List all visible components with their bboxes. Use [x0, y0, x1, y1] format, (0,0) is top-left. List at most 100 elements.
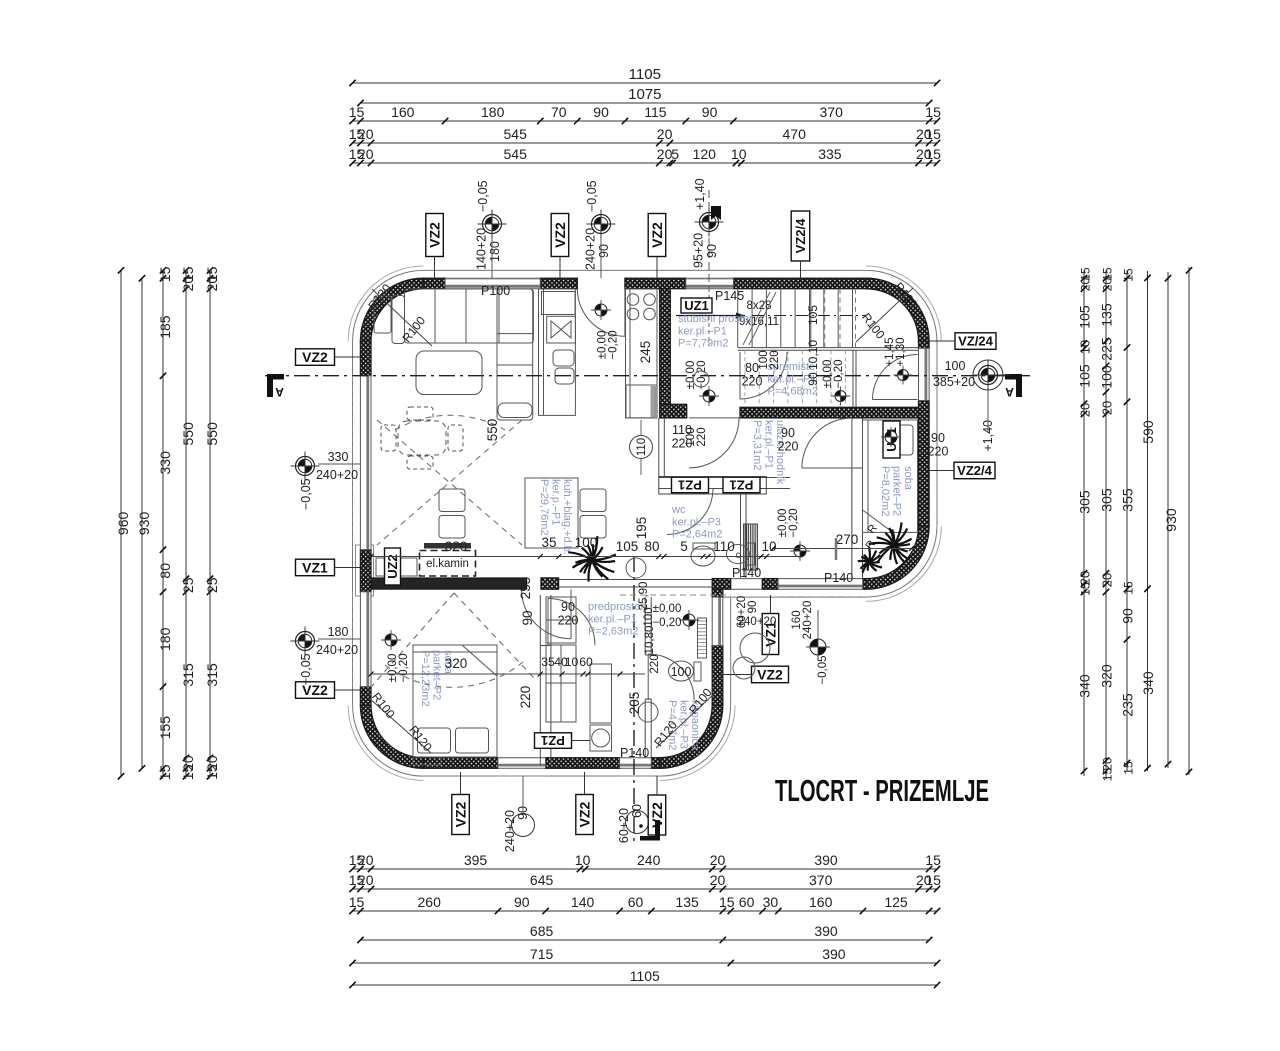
- svg-text:140+20: 140+20: [475, 228, 489, 270]
- svg-text:ker.pl.–P3: ker.pl.–P3: [678, 700, 690, 749]
- svg-text:220: 220: [778, 440, 799, 454]
- svg-text:VZ2/4: VZ2/4: [793, 218, 808, 253]
- svg-text:220: 220: [742, 375, 763, 389]
- svg-text:20: 20: [1078, 571, 1093, 585]
- svg-text:15: 15: [349, 894, 365, 910]
- svg-text:90: 90: [705, 244, 719, 258]
- svg-text:−0,05: −0,05: [299, 653, 313, 685]
- svg-text:390: 390: [814, 923, 838, 939]
- svg-text:105: 105: [1077, 364, 1093, 388]
- svg-text:550: 550: [180, 422, 196, 446]
- svg-text:100: 100: [643, 607, 655, 626]
- svg-text:spremište: spremište: [768, 361, 816, 373]
- svg-text:VZ2/4: VZ2/4: [957, 463, 992, 478]
- svg-text:kuh.+blag.+d.b.: kuh.+blag.+d.b.: [561, 479, 573, 555]
- svg-text:550: 550: [204, 422, 220, 446]
- svg-text:40: 40: [554, 655, 568, 669]
- svg-text:125: 125: [884, 894, 908, 910]
- svg-text:15: 15: [349, 852, 365, 868]
- svg-text:PZ1: PZ1: [678, 478, 702, 493]
- svg-text:20: 20: [1101, 757, 1115, 771]
- svg-text:P=8,02m2: P=8,02m2: [879, 466, 891, 516]
- svg-text:545: 545: [504, 146, 528, 162]
- svg-text:305: 305: [1077, 490, 1093, 514]
- svg-text:185: 185: [157, 315, 173, 339]
- svg-text:VZ2: VZ2: [302, 682, 328, 698]
- svg-text:715: 715: [530, 946, 554, 962]
- svg-text:155: 155: [157, 716, 173, 740]
- svg-text:135: 135: [1099, 303, 1115, 327]
- svg-text:20: 20: [1079, 278, 1093, 292]
- svg-text:ker.pl.–P1: ker.pl.–P1: [768, 373, 817, 385]
- svg-text:15: 15: [204, 266, 220, 282]
- svg-text:wc: wc: [671, 504, 686, 516]
- svg-text:10,80: 10,80: [644, 626, 656, 655]
- svg-text:parket–P2: parket–P2: [891, 466, 903, 516]
- svg-text:370: 370: [809, 872, 833, 888]
- svg-text:335: 335: [818, 146, 842, 162]
- svg-text:P=2,64m2: P=2,64m2: [672, 529, 722, 541]
- svg-text:470: 470: [783, 126, 807, 142]
- svg-text:60: 60: [579, 655, 593, 669]
- svg-text:90: 90: [781, 426, 795, 440]
- svg-text:P=2,63m2: P=2,63m2: [588, 626, 638, 638]
- svg-text:930: 930: [1163, 508, 1179, 532]
- svg-text:15: 15: [719, 894, 735, 910]
- svg-text:320: 320: [445, 656, 468, 671]
- svg-text:5: 5: [671, 146, 679, 162]
- svg-text:140: 140: [571, 894, 595, 910]
- svg-text:20: 20: [204, 755, 220, 771]
- svg-text:10: 10: [565, 655, 579, 669]
- svg-text:15: 15: [1122, 581, 1136, 595]
- svg-text:930: 930: [136, 512, 152, 536]
- svg-text:VZ2: VZ2: [302, 349, 328, 365]
- svg-text:ker.pl.–P1: ker.pl.–P1: [678, 325, 727, 337]
- svg-text:305: 305: [1099, 488, 1115, 512]
- svg-text:parket–P2: parket–P2: [430, 650, 442, 700]
- svg-text:240+20: 240+20: [503, 810, 517, 852]
- svg-text:P140: P140: [620, 746, 649, 760]
- svg-text:95+20: 95+20: [692, 233, 706, 268]
- svg-text:10: 10: [761, 539, 776, 554]
- svg-text:±0,00: ±0,00: [777, 509, 789, 538]
- svg-text:220: 220: [769, 350, 781, 369]
- svg-text:105: 105: [806, 305, 820, 325]
- svg-text:15: 15: [349, 104, 365, 120]
- svg-text:5: 5: [680, 539, 688, 554]
- svg-text:240+20: 240+20: [738, 616, 777, 628]
- svg-text:VZ2: VZ2: [649, 222, 665, 248]
- svg-text:110: 110: [672, 423, 692, 437]
- svg-text:90: 90: [520, 610, 535, 625]
- svg-text:100: 100: [685, 427, 697, 446]
- svg-text:30: 30: [763, 894, 779, 910]
- svg-text:15: 15: [1122, 761, 1136, 775]
- svg-text:20: 20: [710, 872, 726, 888]
- svg-text:15: 15: [204, 764, 220, 780]
- svg-text:15: 15: [1101, 267, 1115, 281]
- svg-text:25: 25: [204, 577, 220, 593]
- svg-text:±0,00: ±0,00: [653, 603, 682, 615]
- svg-text:120: 120: [693, 146, 717, 162]
- svg-text:90: 90: [561, 600, 575, 614]
- svg-text:9x16,11: 9x16,11: [739, 316, 779, 328]
- svg-text:PZ1: PZ1: [730, 478, 754, 493]
- svg-text:−0,05: −0,05: [585, 180, 599, 212]
- svg-text:205: 205: [627, 692, 642, 715]
- svg-text:VZ2: VZ2: [552, 222, 568, 248]
- svg-text:550: 550: [485, 419, 500, 442]
- svg-text:25: 25: [180, 577, 196, 593]
- svg-text:645: 645: [530, 872, 554, 888]
- svg-text:20: 20: [1100, 401, 1115, 415]
- svg-text:685: 685: [530, 923, 554, 939]
- svg-text:35: 35: [541, 535, 556, 550]
- svg-text:P100: P100: [481, 284, 510, 298]
- svg-text:240+20: 240+20: [316, 643, 358, 657]
- svg-text:ulazni hodnik: ulazni hodnik: [774, 420, 786, 485]
- svg-text:160: 160: [791, 610, 803, 629]
- svg-text:15: 15: [349, 872, 365, 888]
- svg-text:20: 20: [204, 276, 220, 292]
- svg-text:110: 110: [713, 539, 735, 554]
- svg-text:20: 20: [916, 872, 932, 888]
- svg-text:245: 245: [638, 341, 653, 364]
- svg-text:180: 180: [157, 627, 173, 651]
